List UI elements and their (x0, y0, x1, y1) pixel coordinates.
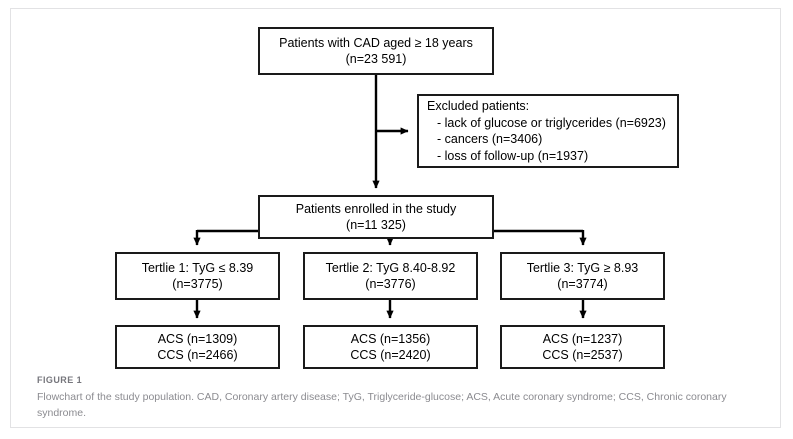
flowchart-canvas: Patients with CAD aged ≥ 18 years (n=23 … (11, 9, 782, 369)
figure-card: Patients with CAD aged ≥ 18 years (n=23 … (10, 8, 781, 428)
node-tertile-3: Tertlie 3: TyG ≥ 8.93 (n=3774) (500, 252, 665, 300)
node-tertile-2: Tertlie 2: TyG 8.40-8.92 (n=3776) (303, 252, 478, 300)
node-cad-line-2: (n=23 591) (345, 52, 407, 66)
node-enrolled-line-2: (n=11 325) (346, 218, 406, 232)
node-tertile-1: Tertlie 1: TyG ≤ 8.39 (n=3775) (115, 252, 280, 300)
node-tertile-3-line-2: (n=3774) (557, 277, 608, 291)
node-excluded-line-4: - loss of follow-up (n=1937) (437, 148, 589, 163)
node-outcome-1-acs: ACS (n=1309) (157, 331, 238, 346)
figure-caption-text: Flowchart of the study population. CAD, … (37, 390, 727, 420)
node-outcome-tertile-3: ACS (n=1237) CCS (n=2537) (500, 325, 665, 369)
node-patients-with-cad: Patients with CAD aged ≥ 18 years (n=23 … (258, 27, 494, 75)
node-outcome-1-ccs: CCS (n=2466) (157, 348, 238, 362)
node-tertile-1-line-1: Tertlie 1: TyG ≤ 8.39 (141, 260, 254, 275)
node-tertile-3-line-1: Tertlie 3: TyG ≥ 8.93 (526, 260, 639, 275)
node-outcome-2-acs: ACS (n=1356) (350, 331, 431, 346)
node-excluded-patients: Excluded patients: - lack of glucose or … (417, 94, 679, 168)
node-excluded-line-3: - cancers (n=3406) (437, 132, 543, 146)
node-outcome-2-ccs: CCS (n=2420) (350, 348, 431, 362)
node-tertile-2-line-2: (n=3776) (365, 277, 416, 291)
node-outcome-3-acs: ACS (n=1237) (542, 331, 623, 346)
node-patients-enrolled: Patients enrolled in the study (n=11 325… (258, 195, 494, 239)
node-tertile-1-line-2: (n=3775) (172, 277, 223, 291)
node-outcome-tertile-1: ACS (n=1309) CCS (n=2466) (115, 325, 280, 369)
node-outcome-3-ccs: CCS (n=2537) (542, 348, 623, 362)
figure-caption: FIGURE 1 Flowchart of the study populati… (37, 374, 747, 421)
node-tertile-2-line-1: Tertlie 2: TyG 8.40-8.92 (325, 260, 456, 275)
node-excluded-line-2: - lack of glucose or triglycerides (n=69… (437, 115, 666, 130)
node-cad-line-1: Patients with CAD aged ≥ 18 years (279, 35, 473, 50)
node-enrolled-line-1: Patients enrolled in the study (295, 201, 457, 216)
figure-caption-label: FIGURE 1 (37, 375, 83, 385)
node-outcome-tertile-2: ACS (n=1356) CCS (n=2420) (303, 325, 478, 369)
node-excluded-line-1: Excluded patients: (427, 99, 530, 113)
